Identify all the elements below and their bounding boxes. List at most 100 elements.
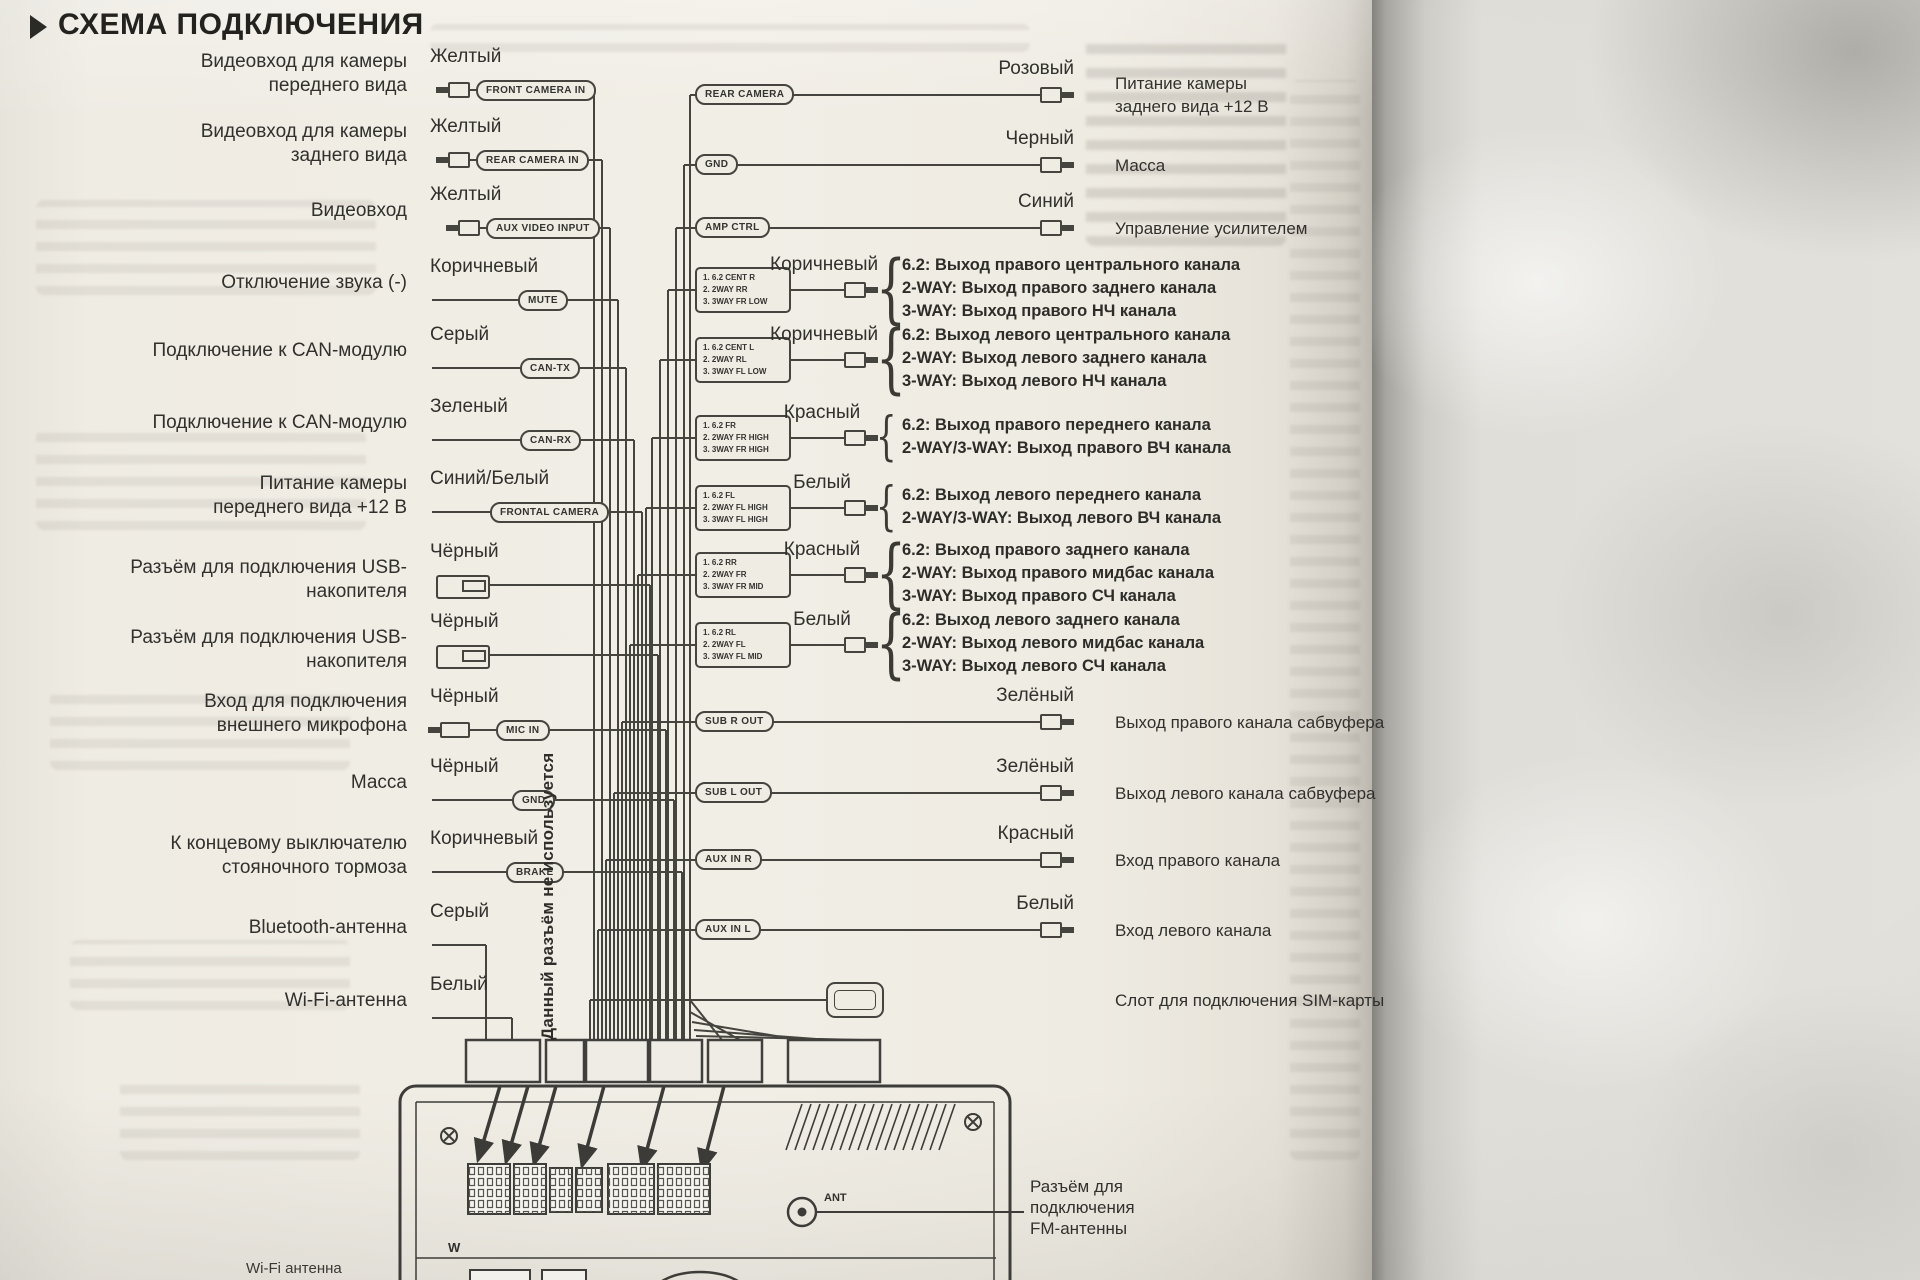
connector-tag: AUX VIDEO INPUT <box>486 218 600 239</box>
rca-connector-icon <box>844 637 878 653</box>
wire-color-label: Синий <box>1017 191 1074 212</box>
wire-function-label: Вход для подключения внешнего микрофона <box>204 691 407 736</box>
connector-tag: AUX IN L <box>695 919 761 940</box>
wire-color-label: Черный <box>1005 128 1074 149</box>
wire-function-label: Подключение к CAN-модулю <box>152 412 407 433</box>
usb-connector-icon <box>436 575 490 599</box>
wire-color-label: Коричневый <box>430 828 539 849</box>
rca-connector-icon <box>436 82 470 98</box>
rca-connector-icon <box>1040 852 1074 868</box>
wire-color-label: Серый <box>430 324 490 345</box>
wire-color-label: Серый <box>430 901 490 922</box>
wire-color-label: Красный <box>783 539 861 560</box>
connector-tag: SUB R OUT <box>695 711 774 732</box>
curly-brace: { <box>876 243 906 332</box>
wire-color-label: Синий/Белый <box>430 468 550 489</box>
connector-tag: 1. 6.2 FR 2. 2WAY FR HIGH 3. 3WAY FR HIG… <box>695 415 791 461</box>
wire-color-label: Чёрный <box>430 541 499 562</box>
fm-antenna-port-icon <box>786 1196 1024 1228</box>
wire-function-label: Выход левого канала сабвуфера <box>1115 784 1376 803</box>
connector-tag: 1. 6.2 CENT R 2. 2WAY RR 3. 3WAY FR LOW <box>695 267 791 313</box>
connector-tag: GND <box>512 790 556 811</box>
wire-color-label: Зеленый <box>430 396 508 417</box>
wire-color-label: Белый <box>793 609 851 630</box>
wire-function-label: Питание камеры заднего вида +12 В <box>1115 74 1269 116</box>
wire-color-label: Коричневый <box>770 254 879 275</box>
rca-connector-icon <box>844 352 878 368</box>
mic-connector-icon <box>428 722 470 738</box>
rca-connector-icon <box>436 152 470 168</box>
rca-connector-icon <box>1040 922 1074 938</box>
wire-color-label: Зелёный <box>996 756 1074 777</box>
w-marking: W <box>448 1240 461 1255</box>
wire-function-label: К концевому выключателю стояночного торм… <box>170 833 407 878</box>
channel-description: 6.2: Выход левого заднего канала 2-WAY: … <box>902 611 1205 675</box>
rca-connector-icon <box>1040 220 1074 236</box>
rca-connector-icon <box>1040 87 1074 103</box>
wire-function-label: Масса <box>350 772 407 793</box>
wire-color-label: Белый <box>1016 893 1074 914</box>
wire-function-label: Масса <box>1115 156 1166 175</box>
wire-function-label: Отключение звука (-) <box>221 272 407 293</box>
usb-connector-icon <box>436 645 490 669</box>
unused-connector-note: Данный разъём не используется <box>538 752 557 1040</box>
wire-function-label: Питание камеры переднего вида +12 В <box>213 473 407 518</box>
wire-color-label: Красный <box>997 823 1074 844</box>
cutoff-caption: Wi-Fi антенна <box>246 1260 342 1277</box>
heat-sink-fins <box>785 1103 956 1151</box>
ant-port-label: ANT <box>824 1192 847 1204</box>
rca-connector-icon <box>844 282 878 298</box>
rca-connector-icon <box>1040 785 1074 801</box>
connector-tag: CAN-TX <box>520 358 581 379</box>
wire-function-label: Вход левого канала <box>1115 921 1272 940</box>
rca-connector-icon <box>844 567 878 583</box>
connector-tag: 1. 6.2 FL 2. 2WAY FL HIGH 3. 3WAY FL HIG… <box>695 485 791 531</box>
connector-tag: MUTE <box>518 290 568 311</box>
wire-function-label: Подключение к CAN-модулю <box>152 340 407 361</box>
wire-function-label: Управление усилителем <box>1115 219 1308 238</box>
channel-description: 6.2: Выход правого переднего канала 2-WA… <box>902 416 1231 457</box>
wire-color-label: Белый <box>793 472 851 493</box>
connector-tag: 1. 6.2 CENT L 2. 2WAY RL 3. 3WAY FL LOW <box>695 337 791 383</box>
head-unit-rear-illustration <box>398 1084 1024 1280</box>
curly-brace: { <box>876 407 897 467</box>
wire-color-label: Коричневый <box>430 256 539 277</box>
wire-color-label: Чёрный <box>430 611 499 632</box>
wire-function-label: Видеовход для камеры переднего вида <box>200 51 407 96</box>
curly-brace: { <box>876 477 897 537</box>
connector-tag: FRONTAL CAMERA <box>490 502 610 523</box>
fm-antenna-label: Разъём для подключения FM-антенны <box>1030 1177 1135 1238</box>
wire-function-label: Выход правого канала сабвуфера <box>1115 713 1385 732</box>
connector-tag: BRAKE <box>506 862 564 883</box>
channel-description: 6.2: Выход левого переднего канала 2-WAY… <box>902 486 1222 527</box>
connector-tag: 1. 6.2 RL 2. 2WAY FL 3. 3WAY FL MID <box>695 622 791 668</box>
wire-color-label: Розовый <box>998 58 1074 79</box>
wire-function-label: Разъём для подключения USB-накопителя <box>130 557 407 602</box>
rear-panel-sockets <box>467 1163 711 1215</box>
connector-tag: AUX IN R <box>695 849 763 870</box>
curly-brace: { <box>876 598 906 687</box>
rca-connector-icon <box>446 220 480 236</box>
rca-connector-icon <box>844 500 878 516</box>
connector-tag: MIC IN <box>496 720 550 741</box>
channel-description: 6.2: Выход правого заднего канала 2-WAY:… <box>902 541 1215 605</box>
curly-brace: { <box>876 313 906 402</box>
wire-function-label: Bluetooth-антенна <box>248 917 407 938</box>
page-title: СХЕМА ПОДКЛЮЧЕНИЯ <box>58 8 424 41</box>
wire-color-label: Зелёный <box>996 685 1074 706</box>
mounting-arrows <box>473 1085 726 1174</box>
sim-slot-icon <box>826 982 884 1018</box>
wire-color-label: Коричневый <box>770 324 879 345</box>
connector-tag: SUB L OUT <box>695 782 773 803</box>
wire-color-label: Чёрный <box>430 686 499 707</box>
rca-connector-icon <box>844 430 878 446</box>
connector-tag: REAR CAMERA <box>695 84 795 105</box>
wire-color-label: Чёрный <box>430 756 499 777</box>
channel-description: 6.2: Выход левого центрального канала 2-… <box>902 326 1231 390</box>
wire-color-label: Красный <box>783 402 861 423</box>
connector-blocks <box>464 1038 882 1084</box>
wire-function-label: Видеовход для камеры заднего вида <box>200 121 407 166</box>
wire-color-label: Желтый <box>430 184 502 205</box>
wire-color-label: Белый <box>430 974 488 995</box>
